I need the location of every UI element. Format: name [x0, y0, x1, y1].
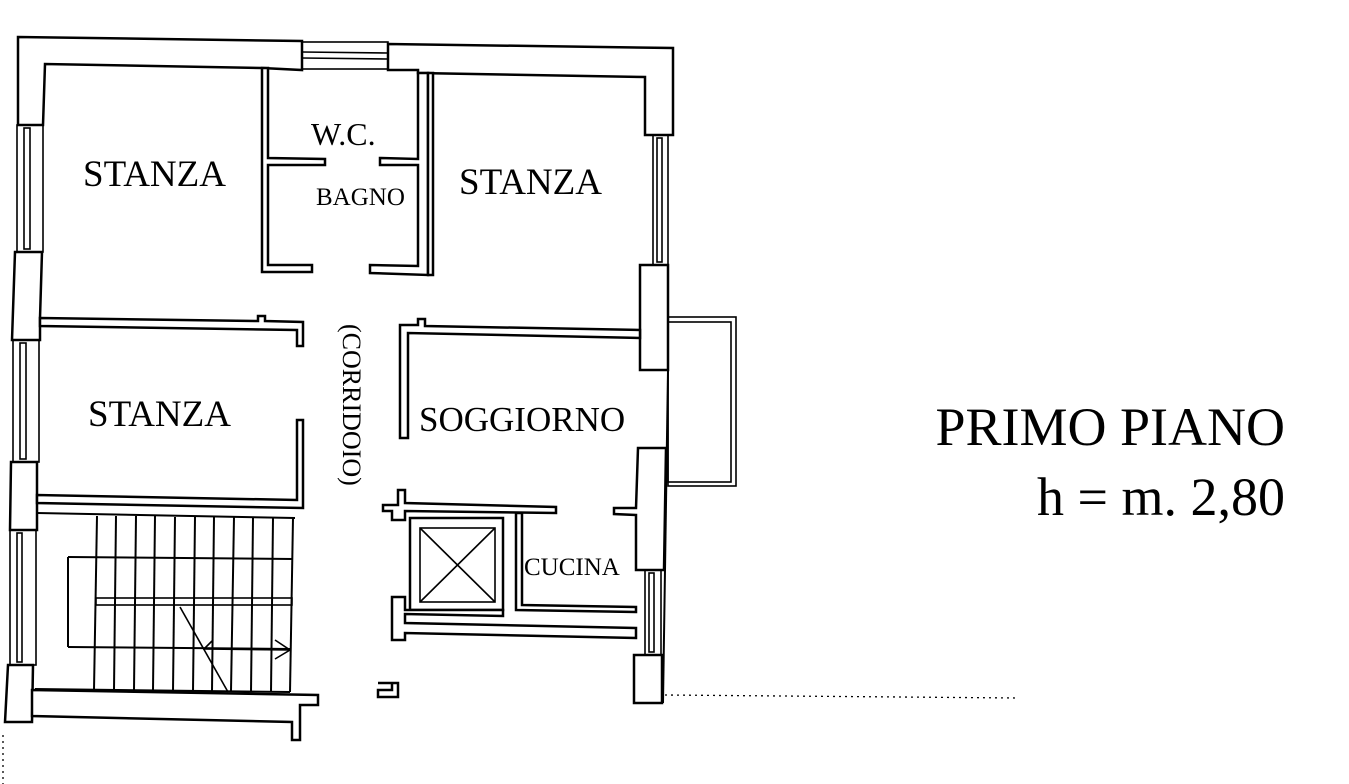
room-label-soggiorno: SOGGIORNO	[419, 400, 625, 439]
room-label-stanza: STANZA	[459, 162, 602, 203]
staircase	[34, 515, 294, 693]
dotted-guide	[664, 694, 1019, 699]
room-label-wc: W.C.	[311, 116, 376, 152]
room-label-stanza: STANZA	[88, 394, 231, 435]
room-label-corridoio: (CORRIDOIO)	[337, 324, 366, 486]
floor-title: PRIMO PIANO	[935, 397, 1285, 457]
room-label-cucina: CUCINA	[524, 554, 620, 581]
ceiling-height: h = m. 2,80	[1037, 467, 1285, 527]
interior-walls	[35, 66, 642, 699]
exterior-walls	[3, 35, 675, 742]
room-label-stanza: STANZA	[83, 154, 226, 195]
balcony	[667, 316, 737, 487]
room-label-bagno: BAGNO	[316, 184, 405, 211]
stair-arrow	[202, 648, 291, 651]
